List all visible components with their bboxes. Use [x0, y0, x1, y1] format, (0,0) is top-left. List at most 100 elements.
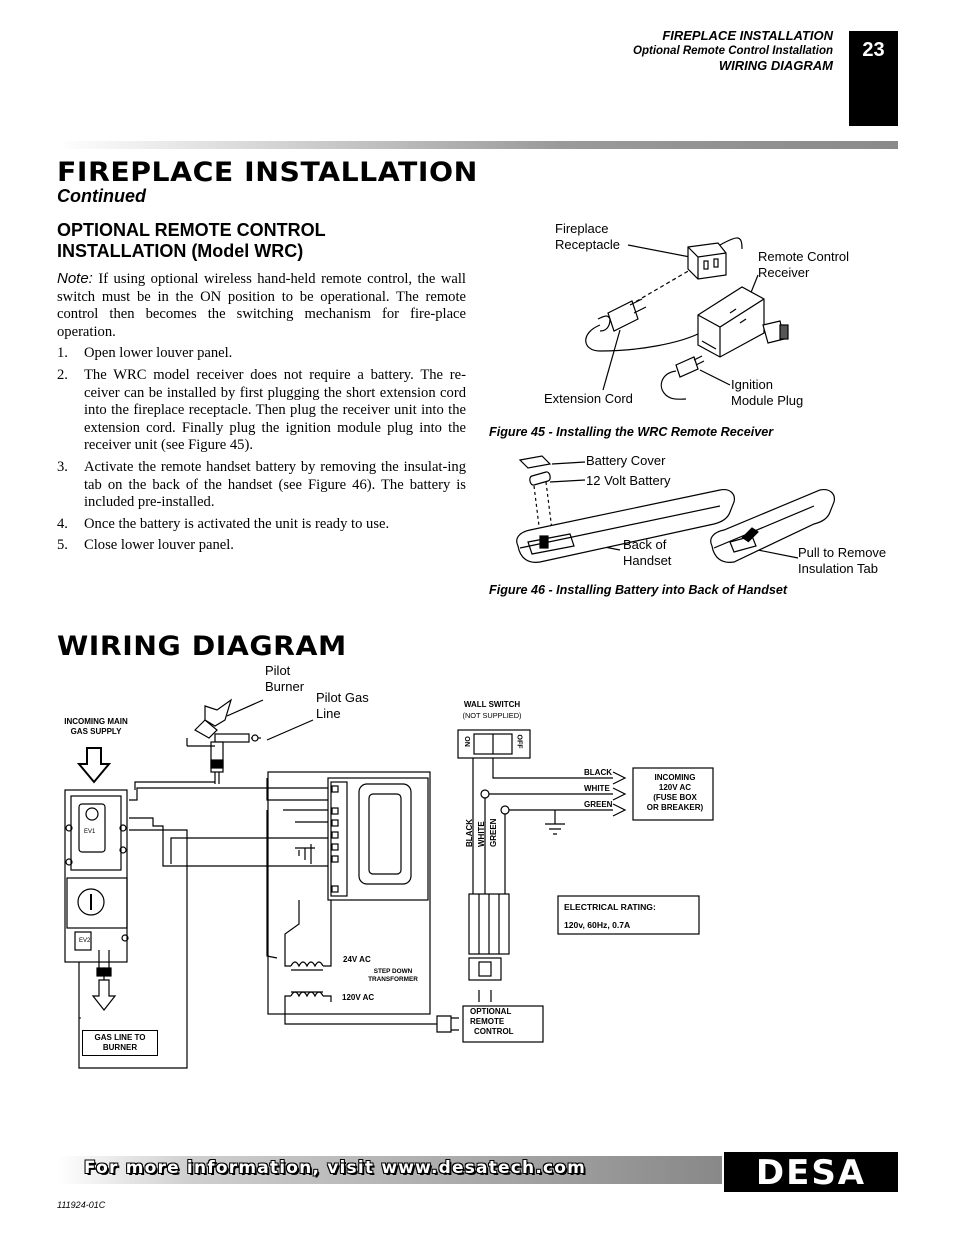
step-text: Close lower louver panel. — [84, 537, 234, 554]
incoming-ac-label: INCOMING 120V AC (FUSE BOX OR BREAKER) — [634, 773, 716, 813]
label-line: GAS SUPPLY — [70, 727, 122, 736]
label-line: 120V AC — [658, 783, 692, 792]
list-item: 4. Once the battery is activated the unit… — [57, 516, 466, 534]
section-heading-line-2: INSTALLATION (Model WRC) — [57, 241, 304, 261]
120v-ac-label: 120V AC — [342, 993, 375, 1002]
wiring-diagram-title: WIRING DIAGRAM — [57, 631, 347, 662]
step-text: Once the battery is activated the unit i… — [84, 515, 390, 532]
label-line: BURNER — [102, 1043, 138, 1052]
electrical-rating-value: 120v, 60Hz, 0.7A — [564, 920, 631, 930]
white-vertical-label: WHITE — [477, 821, 486, 847]
ev2-label: EV2 — [79, 938, 91, 944]
label-line: Receiver — [758, 265, 810, 280]
list-item: 2. The WRC model receiver does not requir… — [57, 367, 466, 455]
label-line: Remote Control — [758, 249, 850, 264]
figure-46-illustration — [516, 455, 835, 563]
wiring-diagram-schematic — [64, 698, 715, 1069]
pilot-gas-line-label: Pilot Gas Line — [316, 690, 369, 722]
step-number: 1. — [57, 345, 68, 362]
figure-46-caption: Figure 46 - Installing Battery into Back… — [489, 583, 788, 597]
switch-on-label: ON — [462, 736, 470, 747]
pilot-burner-label: Pilot Burner — [265, 663, 304, 695]
step-number: 2. — [57, 366, 68, 383]
electrical-rating-label: ELECTRICAL RATING: — [564, 902, 656, 912]
pull-tab-label: Pull to Remove Insulation Tab — [798, 545, 886, 577]
label-line: OPTIONAL — [470, 1007, 512, 1016]
label-line: Pull to Remove — [798, 545, 887, 560]
label-line: STEP DOWN — [373, 968, 413, 975]
green-vertical-label: GREEN — [489, 818, 498, 847]
not-supplied-label: (NOT SUPPLIED) — [462, 711, 522, 720]
step-list: 1. Open lower louver panel. 2. The WRC mod… — [57, 345, 466, 555]
label-line: INCOMING — [654, 773, 696, 782]
back-of-handset-label: Back of Handset — [623, 537, 671, 569]
note-paragraph: Note: If using optional wireless hand-he… — [57, 270, 466, 341]
section-heading: OPTIONAL REMOTE CONTROL INSTALLATION (Mo… — [57, 220, 326, 262]
note-label: Note: — [57, 270, 93, 287]
switch-off-label: OFF — [515, 734, 523, 749]
list-item: 5. Close lower louver panel. — [57, 537, 466, 555]
battery-label: 12 Volt Battery — [586, 473, 671, 488]
label-line: CONTROL — [474, 1027, 514, 1036]
label-line: GAS LINE TO — [94, 1033, 146, 1042]
step-number: 5. — [57, 537, 68, 554]
logo-text: DESA — [756, 1153, 866, 1192]
fireplace-receptacle-label: Fireplace Receptacle — [555, 221, 620, 253]
label-line: Pilot — [265, 663, 291, 678]
white-wire-label: WHITE — [584, 784, 610, 793]
label-line: Line — [316, 706, 341, 721]
running-header: FIREPLACE INSTALLATION Optional Remote C… — [633, 28, 833, 73]
label-line: OR BREAKER) — [646, 803, 704, 812]
page-title: FIREPLACE INSTALLATION — [57, 157, 478, 188]
gas-line-to-burner-label: GAS LINE TO BURNER — [82, 1030, 158, 1056]
label-line: Back of — [623, 537, 667, 552]
label-line: Module Plug — [731, 393, 804, 408]
page-number: 23 — [849, 31, 898, 126]
list-item: 3. Activate the remote handset battery by… — [57, 459, 466, 512]
label-line: Receptacle — [555, 237, 621, 252]
step-text: Activate the remote handset battery by r… — [84, 458, 466, 511]
label-line: TRANSFORMER — [368, 976, 418, 983]
24v-ac-label: 24V AC — [343, 955, 371, 964]
label-line: REMOTE — [470, 1017, 505, 1026]
step-number: 4. — [57, 515, 68, 532]
incoming-gas-label: INCOMING MAIN GAS SUPPLY — [56, 717, 136, 737]
figure-45-caption: Figure 45 - Installing the WRC Remote Re… — [489, 425, 774, 439]
extension-cord-label: Extension Cord — [544, 391, 633, 406]
step-down-transformer-label: STEP DOWN TRANSFORMER — [358, 968, 428, 984]
green-wire-label: GREEN — [584, 800, 613, 809]
step-number: 3. — [57, 458, 68, 475]
desa-logo: DESA — [724, 1152, 898, 1192]
label-line: Ignition — [731, 377, 773, 392]
label-line: Handset — [623, 553, 672, 568]
list-item: 1. Open lower louver panel. — [57, 345, 466, 363]
remote-receiver-label: Remote Control Receiver — [758, 249, 849, 281]
instructions: Note: If using optional wireless hand-he… — [57, 270, 466, 559]
footer-bar — [57, 1156, 722, 1184]
header-line-1: FIREPLACE INSTALLATION — [662, 28, 833, 43]
step-text: Open lower louver panel. — [84, 345, 233, 362]
note-text: If using optional wireless hand-held rem… — [57, 271, 466, 340]
optional-remote-control-label: OPTIONAL REMOTE CONTROL — [470, 1007, 514, 1037]
section-heading-line-1: OPTIONAL REMOTE CONTROL — [57, 220, 326, 240]
wall-switch-label: WALL SWITCH — [463, 700, 521, 709]
ev1-label: EV1 — [84, 829, 96, 835]
header-line-3: WIRING DIAGRAM — [718, 58, 833, 73]
label-line: Insulation Tab — [798, 561, 878, 576]
label-line: Pilot Gas — [316, 690, 369, 705]
black-wire-label: BLACK — [584, 768, 612, 777]
step-text: The WRC model receiver does not require … — [84, 366, 466, 454]
label-line: Burner — [265, 679, 305, 694]
label-line: (FUSE BOX — [653, 793, 697, 802]
header-line-2: Optional Remote Control Installation — [633, 45, 833, 57]
footer-info-text: For more information, visit www.desatech… — [84, 1158, 587, 1178]
document-number: 111924-01C — [57, 1200, 106, 1210]
header-rule — [57, 141, 898, 149]
label-line: Fireplace — [555, 221, 609, 236]
battery-cover-label: Battery Cover — [586, 453, 666, 468]
figure-45-illustration — [585, 237, 789, 400]
black-vertical-label: BLACK — [465, 819, 474, 847]
page-subtitle: Continued — [57, 186, 146, 206]
label-line: INCOMING MAIN — [64, 717, 128, 726]
ignition-plug-label: Ignition Module Plug — [731, 377, 803, 409]
